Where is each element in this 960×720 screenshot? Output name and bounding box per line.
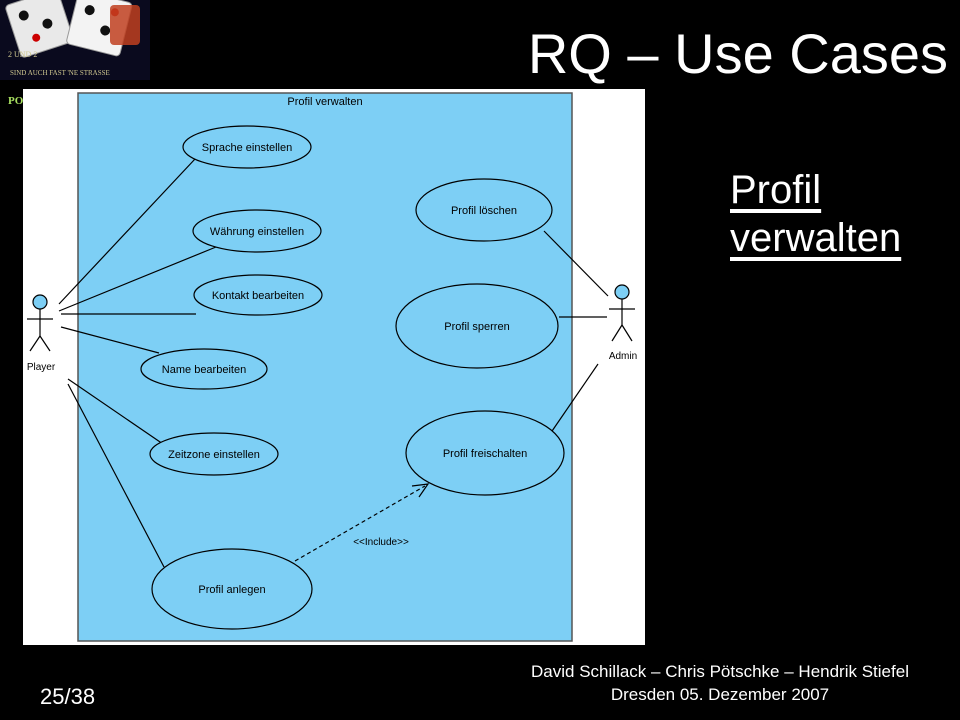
assoc-admin-loeschen <box>543 230 609 297</box>
use-case-zeitzone[interactable]: Zeitzone einstellen <box>149 432 279 476</box>
system-name: Profil verwalten <box>287 96 362 108</box>
use-case-loeschen[interactable]: Profil löschen <box>415 178 553 242</box>
include-arrowhead <box>411 483 430 498</box>
player-associations <box>58 158 217 568</box>
use-case-freischalten[interactable]: Profil freischalten <box>405 410 565 496</box>
use-case-zeitzone-label: Zeitzone einstellen <box>168 449 260 461</box>
use-case-name-label: Name bearbeiten <box>162 364 246 376</box>
assoc-player-waehrung <box>58 246 217 312</box>
assoc-admin-freischalten <box>549 363 599 435</box>
use-case-sperren-label: Profil sperren <box>444 321 509 333</box>
use-case-waehrung[interactable]: Währung einstellen <box>192 209 322 253</box>
logo-text-line2: SIND AUCH FAST 'NE STRASSE <box>10 69 110 77</box>
footer: David Schillack – Chris Pötschke – Hendr… <box>505 660 935 706</box>
use-case-anlegen-label: Profil anlegen <box>198 584 265 596</box>
admin-associations <box>543 230 609 435</box>
use-case-anlegen[interactable]: Profil anlegen <box>151 548 313 630</box>
use-case-freischalten-label: Profil freischalten <box>443 448 527 460</box>
include-label: <<Include>> <box>353 537 409 548</box>
use-case-waehrung-label: Währung einstellen <box>210 226 304 238</box>
use-case-sprache-label: Sprache einstellen <box>202 142 293 154</box>
assoc-player-name <box>60 326 160 354</box>
actor-admin-label: Admin <box>609 351 637 362</box>
actor-admin[interactable] <box>609 284 635 342</box>
actor-player-label: Player <box>27 362 56 373</box>
logo-text-line1: 2 UND 2 <box>8 50 37 59</box>
actor-player-head <box>32 294 48 310</box>
slide-title: RQ – Use Cases <box>527 22 948 85</box>
actor-admin-head <box>614 284 630 300</box>
assoc-player-sprache <box>58 158 196 305</box>
use-case-loeschen-label: Profil löschen <box>451 205 517 217</box>
use-case-diagram: Profil verwalten <<Include>> Sprache ein… <box>23 89 645 645</box>
actor-player[interactable] <box>27 294 53 352</box>
logo-text-line3: PO <box>8 95 24 107</box>
assoc-player-anlegen <box>67 383 165 568</box>
logo: 2 UND 2 SIND AUCH FAST 'NE STRASSE PO <box>0 0 150 110</box>
side-heading: Profil verwalten <box>730 168 902 260</box>
use-case-sperren[interactable]: Profil sperren <box>395 283 559 369</box>
page-number: 25/38 <box>40 684 96 709</box>
footer-authors: David Schillack – Chris Pötschke – Hendr… <box>531 662 909 681</box>
use-case-kontakt-label: Kontakt bearbeiten <box>212 290 304 302</box>
use-case-kontakt[interactable]: Kontakt bearbeiten <box>193 274 323 316</box>
footer-date: Dresden 05. Dezember 2007 <box>610 685 830 704</box>
assoc-player-zeitzone <box>67 378 164 445</box>
use-case-sprache[interactable]: Sprache einstellen <box>182 125 312 169</box>
diagram-canvas: Profil verwalten <<Include>> Sprache ein… <box>27 92 637 642</box>
use-case-name[interactable]: Name bearbeiten <box>140 348 268 390</box>
logo-graphic: 2 UND 2 SIND AUCH FAST 'NE STRASSE PO <box>0 0 150 107</box>
